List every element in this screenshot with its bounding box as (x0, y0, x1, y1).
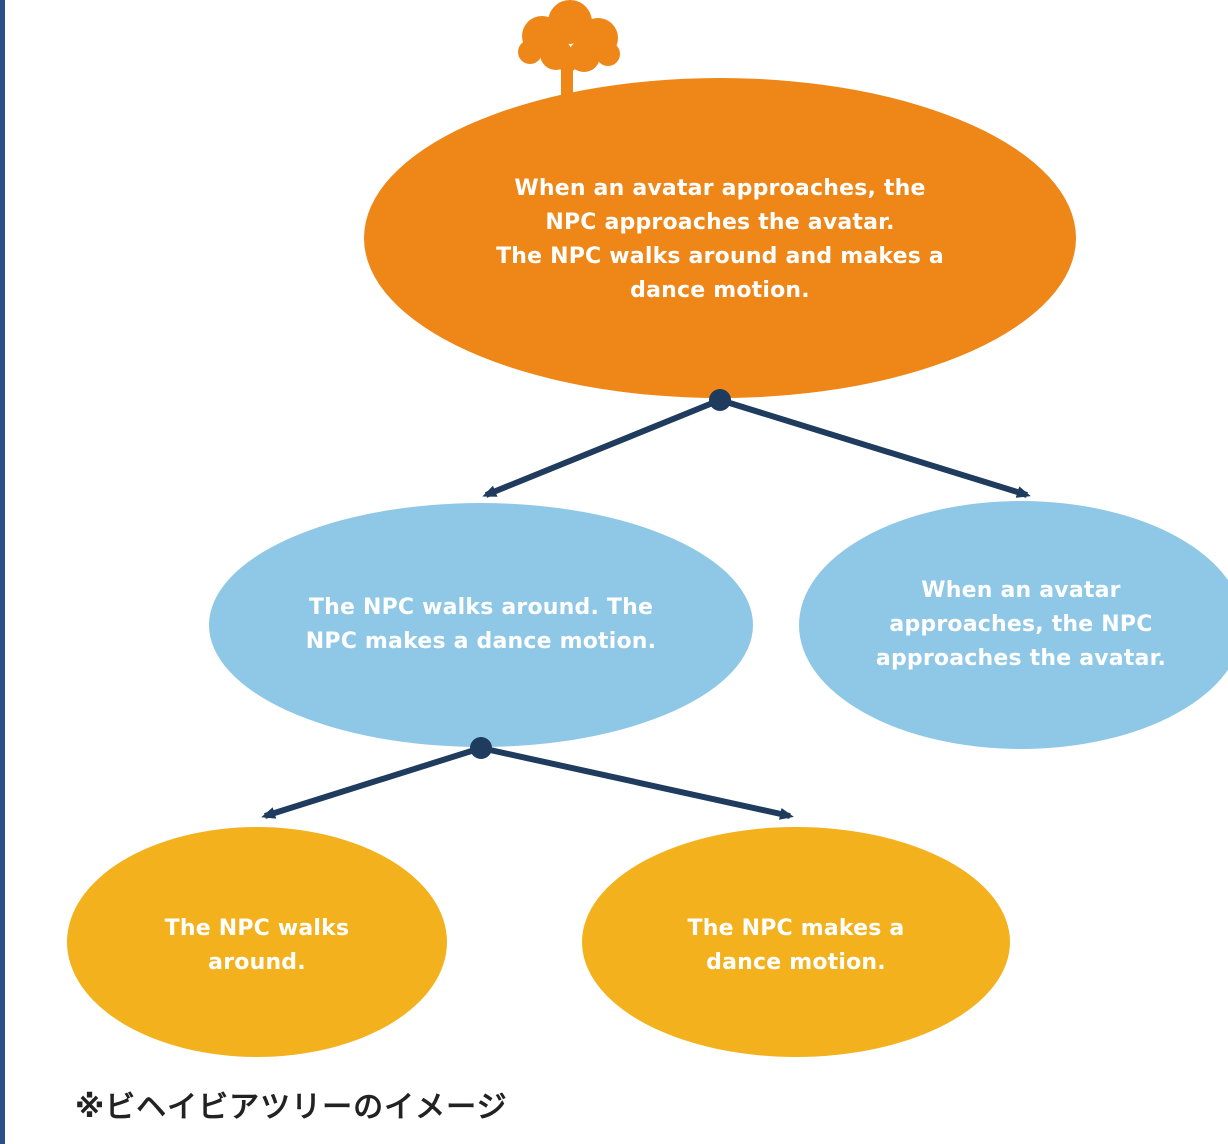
edge-sequence-to-dance (480, 745, 794, 820)
dance-node (582, 827, 1010, 1057)
root-branch-dot (709, 389, 731, 411)
walk-node (67, 827, 447, 1057)
dance-node-label: The NPC makes a dance motion. (687, 916, 905, 975)
edge-sequence-to-walk (261, 745, 482, 819)
sequence-node (209, 503, 753, 747)
left-border (0, 0, 5, 1144)
diagram-caption: ※ビヘイビアツリーのイメージ (75, 1090, 508, 1125)
approach-node-label: When an avatar approaches, the NPC appro… (875, 578, 1167, 671)
root-node-label: When an avatar approaches, the NPC appro… (496, 176, 944, 303)
root-node (364, 78, 1076, 398)
walk-node-label: The NPC walks around. (164, 916, 350, 975)
edge-root-to-approach (719, 397, 1031, 498)
sequence-branch-dot (470, 737, 492, 759)
edge-root-to-sequence (482, 397, 722, 498)
tree-icon (518, 0, 620, 96)
sequence-node-label: The NPC walks around. The NPC makes a da… (305, 595, 657, 654)
approach-node (799, 501, 1228, 749)
